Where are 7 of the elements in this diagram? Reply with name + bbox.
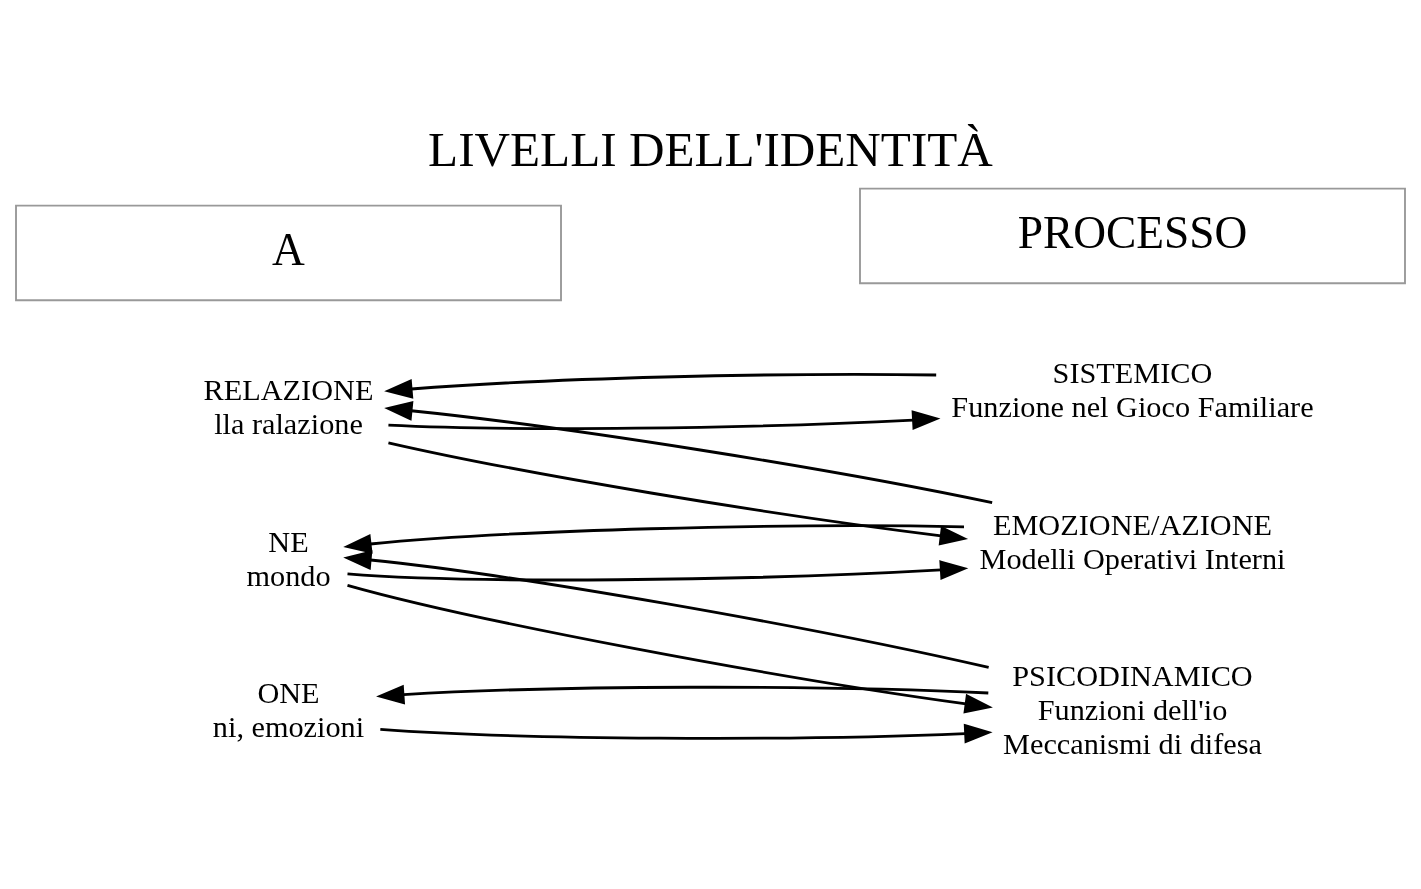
- diagram-title: LIVELLI DELL'IDENTITÀ: [428, 121, 993, 176]
- node-text: PSICODINAMICO Funzioni dell'io Meccanismi di difesa: [1003, 658, 1262, 761]
- node-text: SISTEMICO Funzione nel Gioco Familiare: [951, 355, 1314, 424]
- node-text: ONE ni, emozioni: [212, 675, 365, 744]
- node-text: RELAZIONE lla ralazione: [203, 372, 374, 441]
- node-text: NE mondo: [246, 524, 331, 593]
- node-text: EMOZIONE/AZIONE Modelli Operativi Interni: [979, 507, 1286, 576]
